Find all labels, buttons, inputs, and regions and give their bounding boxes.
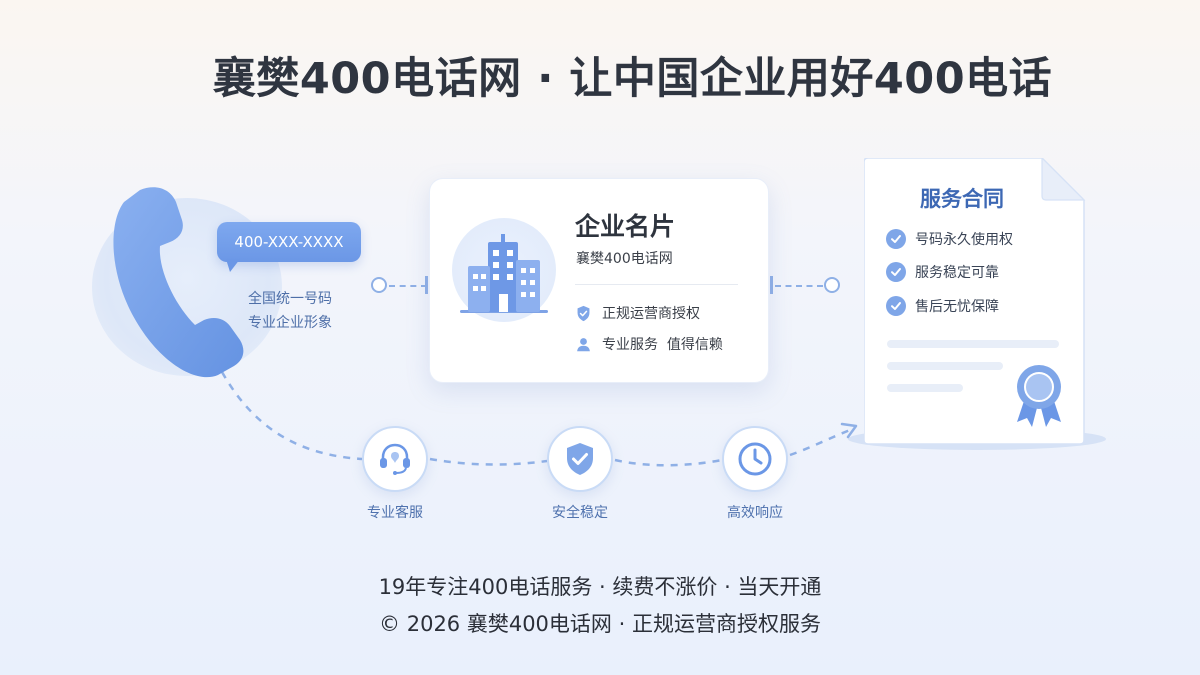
contract-title: 服务合同 bbox=[920, 187, 1004, 211]
contract-item: 售后无忧保障 bbox=[886, 296, 999, 316]
card-row-2-label: 专业服务 值得信赖 bbox=[602, 337, 723, 353]
headset-icon bbox=[380, 443, 410, 475]
feature-label: 专业客服 bbox=[367, 505, 423, 521]
card-divider bbox=[575, 284, 738, 285]
document-text-line bbox=[887, 340, 1059, 348]
feature-label: 安全稳定 bbox=[552, 505, 608, 521]
connector-dash-right bbox=[775, 285, 823, 287]
phone-caption: 全国统一号码 专业企业形象 bbox=[248, 287, 368, 335]
clock-icon bbox=[738, 442, 772, 476]
footer-tagline: 19年专注400电话服务 · 续费不涨价 · 当天开通 bbox=[378, 575, 822, 599]
connector-tick-right bbox=[770, 276, 773, 294]
shield-check-icon bbox=[567, 443, 593, 475]
check-icon bbox=[886, 229, 906, 249]
feature-label: 高效响应 bbox=[727, 505, 783, 521]
building-icon bbox=[460, 234, 548, 313]
shield-check-icon bbox=[577, 305, 590, 321]
contract-item: 号码永久使用权 bbox=[886, 229, 1013, 249]
card-row-1-label: 正规运营商授权 bbox=[602, 306, 700, 322]
card-title: 企业名片 bbox=[575, 212, 676, 241]
connector-node-left bbox=[371, 277, 387, 293]
phone-handset-icon bbox=[113, 187, 244, 378]
contract-item-label: 号码永久使用权 bbox=[915, 232, 1013, 248]
bubble-tail bbox=[226, 259, 240, 272]
feature-security bbox=[547, 426, 613, 492]
contract-item: 服务稳定可靠 bbox=[886, 262, 999, 282]
user-icon bbox=[577, 337, 590, 351]
connector-tick-left bbox=[425, 276, 428, 294]
card-company-name: 襄樊400电话网 bbox=[576, 251, 673, 267]
card-row-service: 专业服务 值得信赖 bbox=[575, 334, 723, 354]
check-icon bbox=[886, 296, 906, 316]
feature-response bbox=[722, 426, 788, 492]
page-title: 襄樊400电话网 · 让中国企业用好400电话 bbox=[212, 54, 1053, 104]
award-seal-icon bbox=[1017, 365, 1061, 427]
caption-line-2: 专业企业形象 bbox=[248, 315, 332, 331]
connector-dash-left bbox=[389, 285, 427, 287]
phone-number-bubble: 400-XXX-XXXX bbox=[217, 222, 361, 262]
document-text-line bbox=[887, 362, 1003, 370]
connector-node-right bbox=[824, 277, 840, 293]
footer-copyright: © 2026 襄樊400电话网 · 正规运营商授权服务 bbox=[379, 612, 821, 636]
document-text-line bbox=[887, 384, 963, 392]
check-icon bbox=[886, 262, 906, 282]
feature-support bbox=[362, 426, 428, 492]
card-row-authorized: 正规运营商授权 bbox=[575, 303, 700, 323]
caption-line-1: 全国统一号码 bbox=[248, 291, 332, 307]
contract-item-label: 售后无忧保障 bbox=[915, 299, 999, 315]
contract-item-label: 服务稳定可靠 bbox=[915, 265, 999, 281]
